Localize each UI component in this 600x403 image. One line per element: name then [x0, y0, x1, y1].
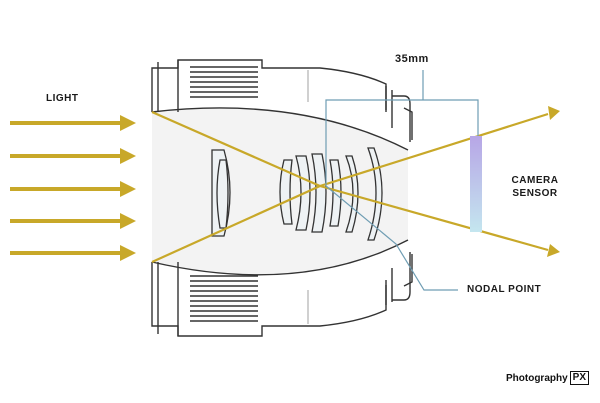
- focal-length-label: 35mm: [395, 53, 429, 65]
- camera-sensor-label: CAMERA SENSOR: [505, 174, 565, 200]
- arrow-right-icon: [10, 181, 136, 197]
- arrow-right-icon: [10, 245, 136, 261]
- arrow-right-icon: [10, 213, 136, 229]
- arrow-right-icon: [10, 148, 136, 164]
- arrow-right-icon: [547, 244, 560, 257]
- arrow-right-icon: [10, 115, 136, 131]
- brand-name: Photography: [506, 372, 568, 384]
- camera-sensor: [470, 136, 482, 232]
- camera-sensor-label-line1: CAMERA: [511, 175, 559, 186]
- incoming-light-arrows: [10, 115, 136, 261]
- light-label: LIGHT: [46, 93, 79, 104]
- lens-element-icon: [311, 153, 327, 233]
- focus-ring-bottom: [190, 275, 258, 322]
- nodal-point-leader: [325, 185, 458, 291]
- camera-sensor-label-line2: SENSOR: [512, 188, 558, 199]
- brand-suffix: PX: [569, 371, 590, 385]
- brand-logo: Photography PX: [506, 371, 590, 385]
- lens-element-icon: [216, 159, 229, 229]
- nodal-point-label: NODAL POINT: [467, 284, 542, 295]
- lens-element-icon: [367, 147, 383, 241]
- focus-ring-top: [190, 66, 258, 98]
- arrow-right-icon: [548, 106, 560, 120]
- light-rays: [151, 110, 549, 264]
